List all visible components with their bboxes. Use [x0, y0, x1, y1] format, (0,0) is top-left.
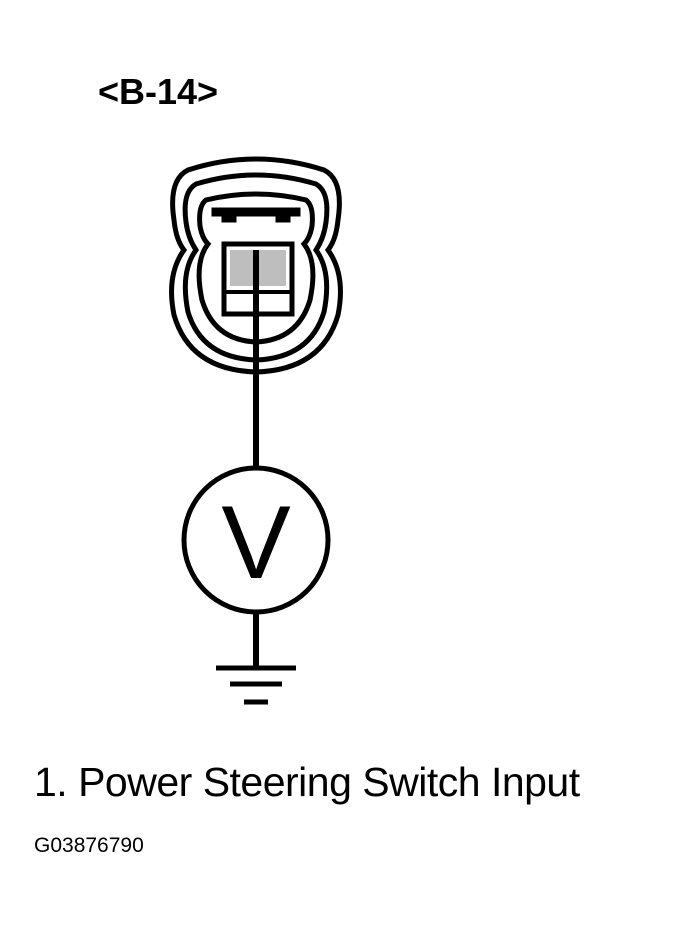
diagram-caption: 1. Power Steering Switch Input	[34, 759, 580, 805]
voltmeter-symbol: V	[221, 485, 290, 601]
figure-id: G03876790	[34, 834, 144, 857]
connector-lock-icon	[211, 207, 301, 223]
connector-outline-icon	[169, 156, 343, 375]
connector-label: <B-14>	[98, 71, 219, 112]
voltmeter-icon: V	[181, 465, 331, 615]
ground-symbol-icon	[216, 665, 296, 705]
